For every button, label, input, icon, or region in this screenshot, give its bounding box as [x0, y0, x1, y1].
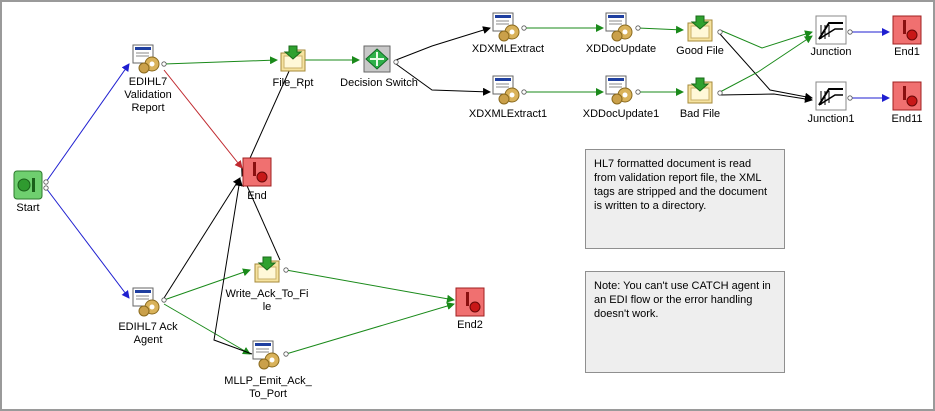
node-validation-report-label: EDIHL7 Validation Report — [124, 76, 172, 114]
file-write-icon — [278, 44, 308, 74]
agent-icon — [492, 12, 522, 42]
agent-icon — [132, 44, 162, 74]
node-start-label: Start — [16, 202, 40, 214]
edge-writeack-end2 — [285, 269, 455, 303]
edge-bad-junction1 — [719, 93, 813, 103]
edge-mllp-end2 — [285, 302, 455, 355]
agent-icon — [492, 75, 522, 105]
edge-xddoc1-good — [637, 25, 684, 34]
node-good-file-label: Good File — [676, 45, 724, 57]
edge-start-validation — [45, 63, 130, 183]
node-write-ack-label: Write_Ack_To_Fi le — [225, 288, 309, 313]
edge-validation-end — [163, 69, 243, 169]
node-end2-label: End2 — [457, 319, 483, 331]
node-end1-label: End1 — [894, 46, 920, 58]
junction-icon — [815, 15, 847, 45]
edge-ack-mllp — [163, 303, 251, 355]
node-xdxml-extract1-label: XDXMLExtract1 — [468, 108, 548, 120]
agent-icon — [605, 75, 635, 105]
file-write-icon — [252, 255, 282, 285]
decision-switch-icon — [362, 44, 392, 74]
file-write-icon — [685, 14, 715, 44]
end-icon — [892, 15, 922, 45]
edge-ack-end — [163, 177, 241, 299]
node-file-rpt-label: File_Rpt — [272, 77, 314, 89]
node-bad-file-label: Bad File — [679, 108, 721, 120]
edge-start-ack — [45, 187, 130, 299]
agent-icon — [605, 12, 635, 42]
node-ack-agent-label: EDIHL7 Ack Agent — [118, 321, 178, 346]
node-junction-label: Junction — [810, 46, 852, 58]
node-xddoc-update-label: XDDocUpdate — [585, 43, 657, 55]
end-icon — [242, 157, 272, 187]
edge-good-junction1 — [719, 33, 813, 101]
node-mllp-emit-label: MLLP_Emit_Ack_ To_Port — [224, 375, 312, 400]
node-end11-label: End11 — [891, 113, 923, 125]
edge-ack-writeack — [163, 268, 251, 301]
edge-validation-filerpt — [163, 56, 278, 65]
junction-icon — [815, 81, 847, 111]
edge-mllp-end — [213, 178, 253, 355]
agent-icon — [132, 287, 162, 317]
end-icon — [455, 287, 485, 317]
file-write-icon — [685, 76, 715, 106]
node-end-label: End — [247, 190, 267, 202]
node-decision-switch-label: Decision Switch — [340, 77, 418, 89]
edge-writeack-end — [243, 178, 281, 261]
edge-decision-xdxml1 — [395, 26, 491, 61]
agent-icon — [252, 340, 282, 370]
edge-bad-junction — [719, 35, 813, 93]
start-icon — [13, 170, 43, 200]
node-xddoc-update1-label: XDDocUpdate1 — [582, 108, 660, 120]
end-icon — [892, 81, 922, 111]
node-junction1-label: Junction1 — [807, 113, 855, 125]
note-catch-warning[interactable]: Note: You can't use CATCH agent in an ED… — [585, 271, 785, 373]
edge-good-junction — [719, 29, 813, 49]
node-xdxml-extract-label: XDXMLExtract — [471, 43, 545, 55]
note-description[interactable]: HL7 formatted document is read from vali… — [585, 149, 785, 249]
edge-decision-xdxml2 — [395, 63, 491, 96]
